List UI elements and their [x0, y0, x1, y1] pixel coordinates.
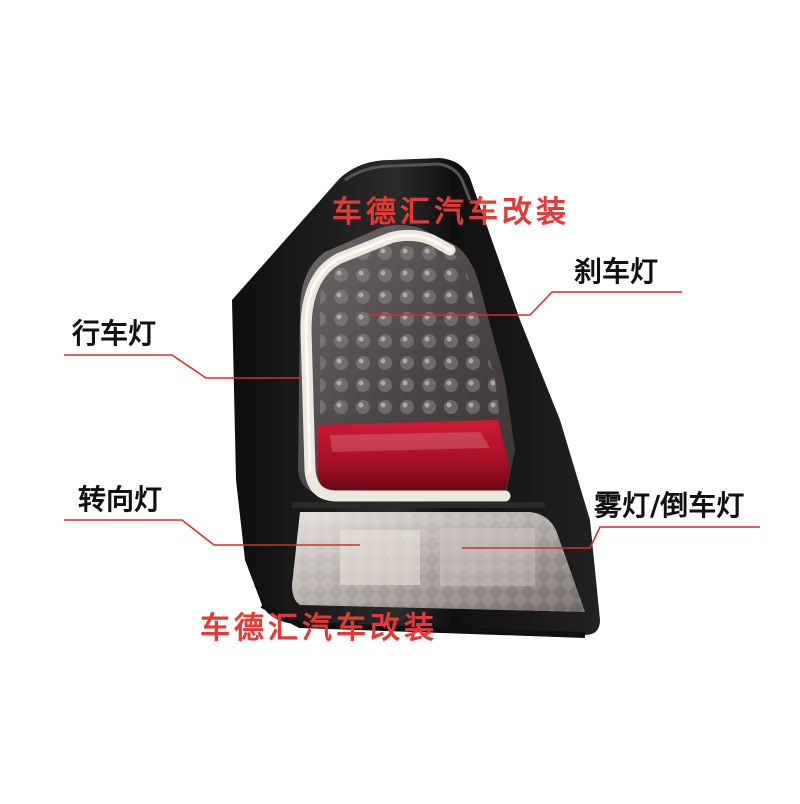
bottom-edge [260, 602, 586, 638]
red-lens-highlight [330, 432, 490, 452]
callout-running-light: 行车灯 [72, 317, 157, 350]
reverse-reflector [440, 528, 535, 586]
leader-brake [370, 291, 682, 316]
leader-fog-reverse [462, 526, 760, 549]
watermark-top: 车德汇汽车改装 [332, 195, 570, 230]
turn-signal-reflector [340, 530, 420, 585]
watermark-bottom: 车德汇汽车改装 [200, 611, 438, 646]
leader-running [64, 354, 302, 379]
callout-turn-signal: 转向灯 [78, 483, 163, 516]
led-array [320, 238, 500, 420]
light-guide-glow [304, 233, 452, 472]
light-guide-bottom [304, 464, 511, 502]
clear-lens-prisms [292, 512, 585, 612]
red-lens [318, 420, 510, 492]
callout-brake-light: 刹车灯 [574, 255, 659, 288]
leader-lines [64, 291, 760, 549]
callout-fog-reverse-light: 雾灯/倒车灯 [594, 489, 745, 522]
housing-rim [344, 162, 472, 201]
leader-turn [64, 519, 360, 546]
